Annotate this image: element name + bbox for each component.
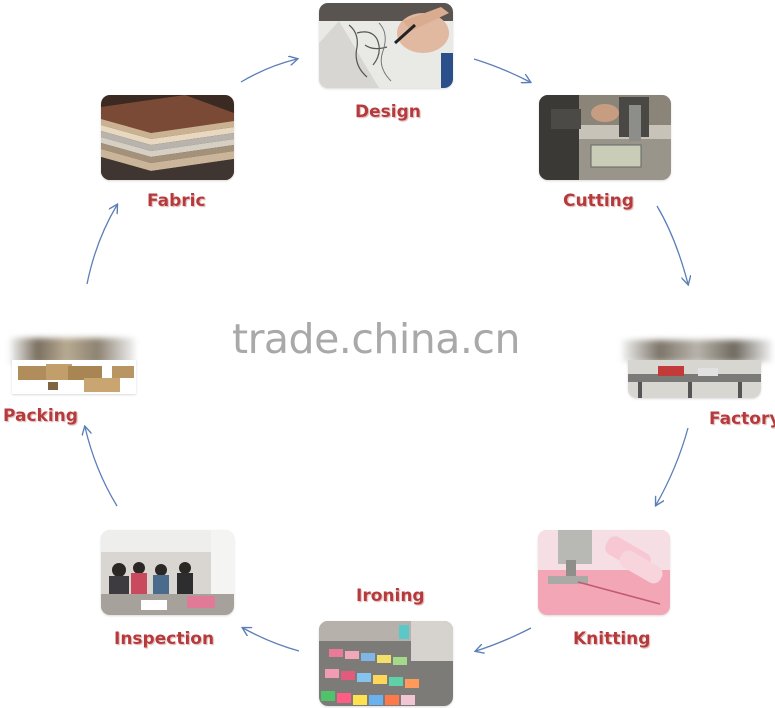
arrow-fabric-to-design (240, 59, 297, 83)
packing-photo (12, 360, 136, 394)
factory-photo-blur-top (622, 340, 772, 362)
ironing-label: Ironing (356, 586, 425, 606)
inspection-label: Inspection (114, 629, 215, 649)
inspection-photo (101, 530, 234, 615)
factory-label: Factory (709, 409, 775, 429)
factory-photo (628, 360, 761, 398)
arrow-design-to-cutting (473, 58, 530, 82)
arrow-knitting-to-ironing (476, 627, 532, 651)
arrow-inspection-to-packing (85, 427, 118, 507)
arrow-ironing-to-inspection (243, 628, 300, 652)
design-label: Design (355, 102, 421, 122)
fabric-label: Fabric (147, 191, 206, 211)
knitting-label: Knitting (573, 629, 651, 649)
watermark: trade.china.cn (232, 315, 520, 363)
packing-label: Packing (3, 406, 78, 426)
cutting-photo (539, 95, 671, 180)
knitting-photo (538, 530, 670, 615)
design-photo (319, 3, 453, 88)
ironing-photo (319, 621, 453, 706)
arrow-factory-to-knitting (656, 427, 689, 505)
packing-photo-blur-top (10, 338, 135, 364)
arrow-packing-to-fabric (86, 205, 117, 285)
cutting-label: Cutting (563, 191, 634, 211)
fabric-photo (101, 95, 234, 180)
arrow-cutting-to-factory (656, 205, 688, 284)
